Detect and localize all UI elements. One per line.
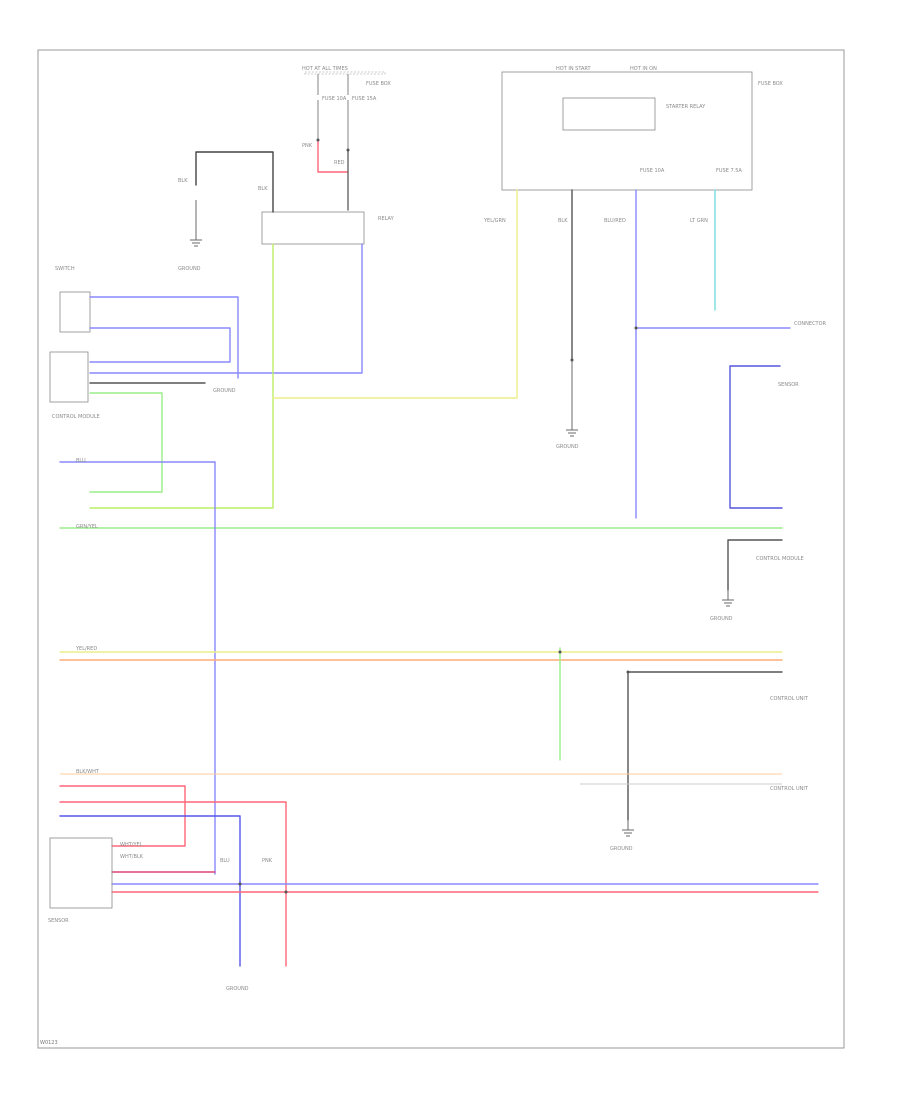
label-ltgrn: LT GRN [690, 218, 708, 224]
label-pnk: PNK [302, 143, 313, 149]
fuse-block-left: HOT AT ALL TIMES FUSE BOX FUSE 10A FUSE … [302, 66, 391, 166]
label-grn-yel: GRN/YEL [76, 524, 98, 530]
label-ground-2: GROUND [213, 388, 236, 394]
label-relay-1: RELAY [378, 216, 395, 222]
label-ground-3: GROUND [556, 444, 579, 450]
label-wht-yel: WHT/YEL [120, 842, 143, 848]
label-wht-blk: WHT/BLK [120, 854, 144, 860]
label-switch-1: SWITCH [55, 266, 75, 272]
label-blu-2: BLU [220, 858, 230, 864]
sensor-bottom [49, 837, 113, 909]
wire-black-top [195, 151, 274, 213]
wire-blue-1 [89, 296, 239, 379]
label-fuse-b: FUSE 15A [352, 96, 377, 102]
label-fuse-a: FUSE 10A [322, 96, 347, 102]
wire-blue-long-left [59, 461, 216, 875]
label-yel-red: YEL/RED [75, 646, 97, 652]
label-module-4: CONTROL UNIT [770, 786, 809, 792]
label-hot-left: HOT AT ALL TIMES [302, 66, 348, 72]
label-fuse-d: FUSE 7.5A [716, 168, 742, 174]
label-hot-on: HOT IN ON [630, 66, 657, 72]
wire-yellow-green [89, 243, 274, 509]
label-relay-2: STARTER RELAY [666, 104, 706, 110]
label-hot-start: HOT IN START [556, 66, 592, 72]
label-module-3: CONTROL UNIT [770, 696, 809, 702]
wire-red-fuse [317, 139, 349, 173]
label-connector-1: CONNECTOR [794, 321, 827, 327]
label-module-2: CONTROL MODULE [756, 556, 804, 562]
switch-left [59, 291, 91, 333]
wire-blue-vertical-right [729, 365, 783, 509]
label-yel-grn: YEL/GRN [483, 218, 506, 224]
label-fuse-c: FUSE 10A [640, 168, 665, 174]
wire-green-1 [89, 392, 163, 493]
label-module-1: CONTROL MODULE [52, 414, 100, 420]
wire-black-mid [627, 671, 783, 821]
wire-blue-bottom [59, 815, 241, 967]
label-blk-2: BLK [258, 186, 268, 192]
wire-black-module [727, 539, 783, 591]
label-blk-1: BLK [178, 178, 188, 184]
footer-code: W0123 [40, 1040, 58, 1046]
control-module-left [49, 351, 89, 403]
wire-blue-3 [89, 243, 363, 374]
label-blu-red: BLU/RED [604, 218, 626, 224]
label-ground-4: GROUND [710, 616, 733, 622]
label-red: RED [334, 160, 345, 166]
label-ground-6: GROUND [226, 986, 249, 992]
label-blu: BLU [76, 458, 86, 464]
label-pnk-2: PNK [262, 858, 273, 864]
label-fuse-box-right: FUSE BOX [758, 81, 783, 87]
relay-box [261, 211, 365, 245]
label-sensor-1: SENSOR [778, 382, 799, 388]
wire-blue-2 [89, 327, 231, 363]
wire-yellow-top [272, 189, 518, 399]
wire-red-bottom [59, 801, 287, 967]
diagram-border [37, 49, 845, 1049]
label-blk-wht: BLK/WHT [76, 769, 100, 775]
label-ground-1: GROUND [178, 266, 201, 272]
label-ground-5: GROUND [610, 846, 633, 852]
label-blk-3: BLK [558, 218, 568, 224]
label-fuse-box-left: FUSE BOX [366, 81, 391, 87]
fuse-box-right [501, 71, 753, 191]
label-sensor-bottom: SENSOR [48, 918, 69, 924]
